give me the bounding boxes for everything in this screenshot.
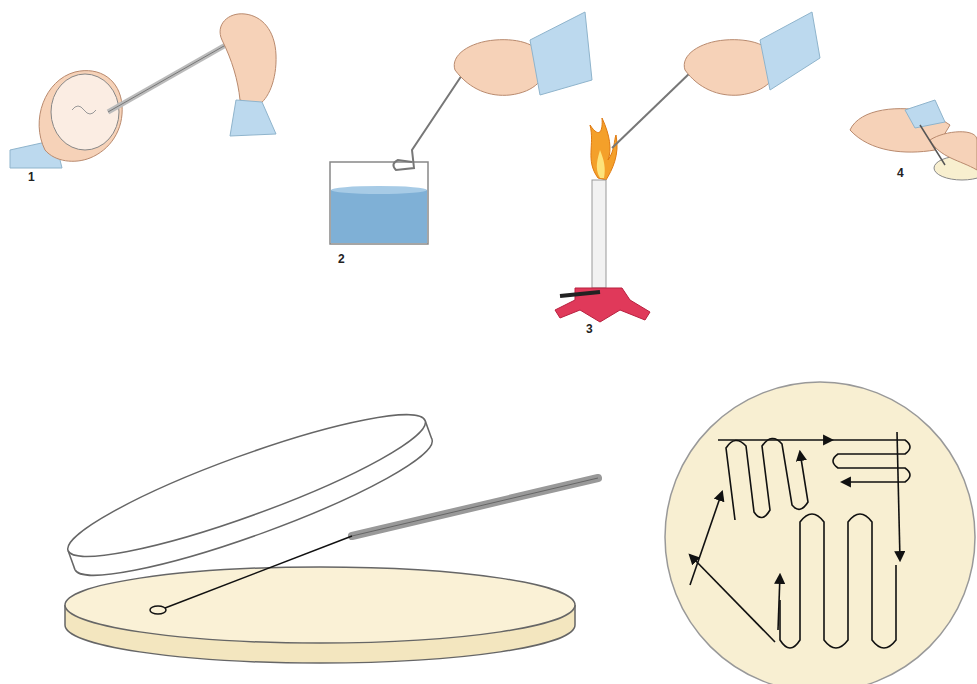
loop-handle-edge [352,478,598,536]
burner-base [555,288,650,322]
agar-surface [65,567,575,643]
streak-arrow [690,555,775,642]
flame-core [597,150,605,178]
panel-two [330,12,592,244]
panel-one [10,14,276,168]
inoculating-loop [108,38,238,112]
panel-three [555,12,820,322]
liquid [331,190,427,243]
inoculating-loop [393,66,468,170]
streak-zigzag [780,514,896,648]
streak-arrow [897,432,900,560]
loop-tip [150,606,166,614]
flame [590,118,617,180]
loop-handle [352,478,598,536]
inoculating-loop [612,70,693,148]
sleeve [905,100,945,128]
inoculating-loop [920,125,945,165]
loop-wire [165,536,352,608]
streak-arrow [690,492,722,585]
streak-pattern [665,382,975,684]
lid-edge [425,421,432,440]
sleeve [230,100,276,136]
hand [39,71,122,162]
colony-mark [72,106,96,114]
streak-arrow [718,439,832,441]
beaker [330,162,428,244]
streak-zigzag [726,438,808,520]
lid-top [58,392,436,578]
callout-number: 2 [338,252,345,266]
hand [220,14,276,105]
callout-number: 1 [28,170,35,184]
callout-number: 4 [897,166,904,180]
open-petri-dish [58,392,598,663]
agar-plate-top [665,382,975,684]
callout-number: 3 [586,322,593,336]
sleeve [530,12,592,95]
loop-edge [108,38,238,112]
liquid-surface [331,186,427,194]
panel-four [850,100,977,180]
sleeve [760,12,820,90]
gas-hose [560,292,600,296]
burner-tube [592,180,606,288]
